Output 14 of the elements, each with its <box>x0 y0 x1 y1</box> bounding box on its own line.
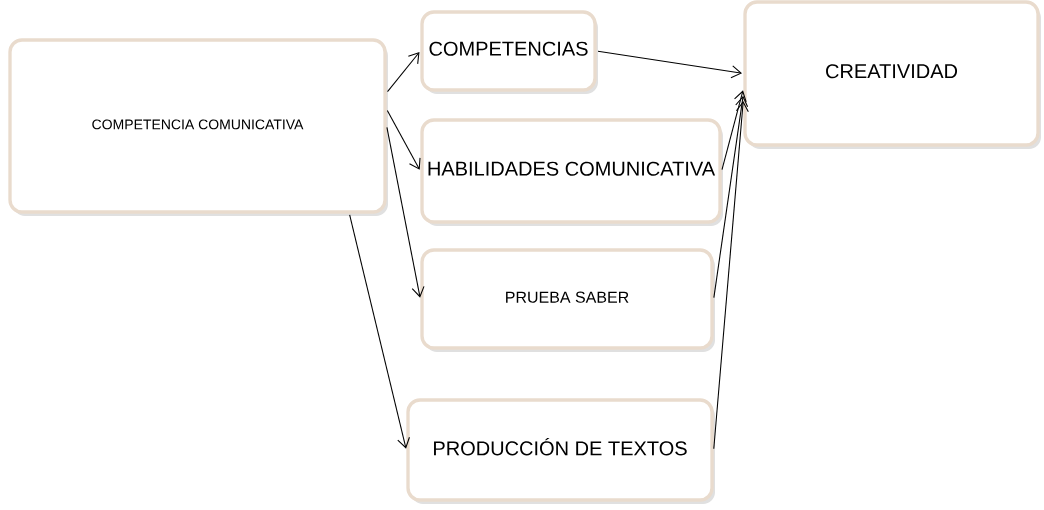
arrow <box>349 214 410 449</box>
arrow <box>597 50 743 79</box>
rounded-box: COMPETENCIAS <box>420 10 597 92</box>
rounded-box: PRODUCCIÓN DE TEXTOS <box>406 398 714 502</box>
arrow <box>713 100 749 450</box>
arrow <box>386 126 425 298</box>
arrow <box>721 90 747 171</box>
rounded-box: CREATIVIDAD <box>743 0 1040 147</box>
arrow <box>386 110 421 170</box>
rounded-box: COMPETENCIA COMUNICATIVA <box>8 38 387 214</box>
arrow <box>713 95 749 299</box>
rounded-box: HABILIDADES COMUNICATIVA <box>420 118 722 224</box>
rounded-box: PRUEBA SABER <box>420 248 714 350</box>
arrow <box>386 52 420 93</box>
